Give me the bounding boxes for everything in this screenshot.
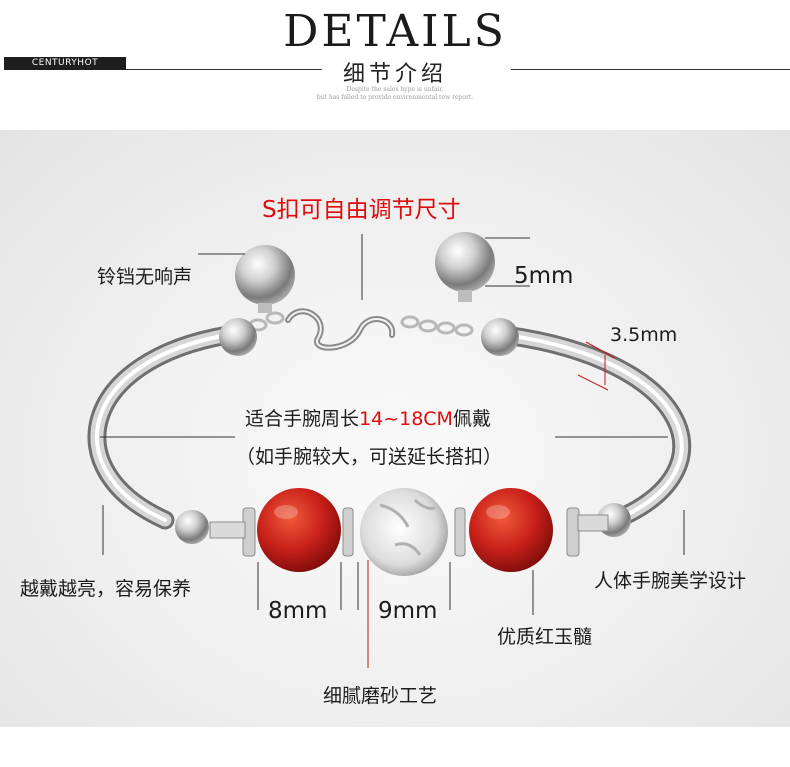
product-panel: [0, 130, 790, 727]
subtitle-line-1: Despite the sales hype is unfair,: [346, 86, 444, 93]
end-ball-bottom-left: [175, 510, 209, 544]
spacer-rings: [209, 507, 609, 557]
clasp-label: S扣可自由调节尺寸: [262, 197, 461, 223]
bell-size-label: 5mm: [514, 263, 574, 289]
process-label: 细腻磨砂工艺: [323, 685, 438, 707]
bell-left: [235, 245, 295, 305]
extension-note: （如手腕较大，可送延长搭扣）: [236, 446, 503, 468]
agate-label: 优质红玉髓: [497, 626, 593, 648]
header: DETAILS CENTURYHOT 细节介绍 Despite the sale…: [0, 0, 790, 130]
shine-label: 越戴越亮，容易保养: [20, 578, 192, 600]
agate-size-label: 8mm: [268, 598, 328, 624]
bangle-tube: [87, 325, 692, 530]
details-title: DETAILS: [283, 6, 507, 57]
bottom-margin: [0, 727, 790, 767]
end-ball-top-left: [219, 318, 257, 356]
silver-bead-size-label: 9mm: [378, 598, 438, 624]
design-label: 人体手腕美学设计: [594, 570, 747, 592]
wrist-fit-suffix: 佩戴: [452, 408, 491, 430]
agate-bead-left: [257, 488, 341, 572]
wrist-fit-prefix: 适合手腕周长: [245, 408, 360, 430]
leader-lines: [100, 234, 685, 615]
bell-right: [435, 232, 495, 292]
wrist-range: 14~18CM: [359, 408, 453, 430]
divider-left: [126, 69, 322, 70]
brand-bar: CENTURYHOT: [4, 57, 126, 70]
wrist-fit-label: 适合手腕周长14~18CM佩戴: [245, 404, 491, 431]
agate-bead-right: [469, 488, 553, 572]
s-clasp: [285, 308, 396, 351]
tube-width-label: 3.5mm: [610, 324, 678, 346]
section-title: 细节介绍: [342, 62, 447, 87]
subtitle-line-2: but has failed to provide environmental …: [316, 94, 474, 101]
bell-label: 铃铛无响声: [97, 266, 193, 288]
red-leader-lines: [367, 341, 616, 668]
divider-right: [511, 69, 790, 70]
frosted-silver-bead: [360, 488, 448, 576]
end-ball-top-right: [481, 318, 519, 356]
